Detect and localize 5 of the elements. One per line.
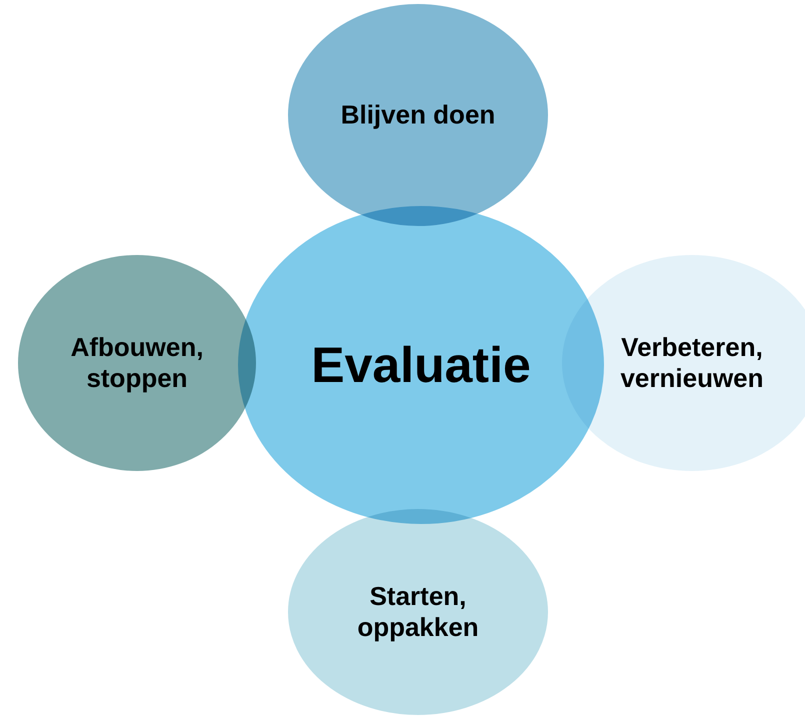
topic-label: Starten, oppakken xyxy=(356,580,480,644)
topic-label: Verbeteren, vernieuwen xyxy=(619,332,765,394)
topic-label: Afbouwen, stoppen xyxy=(70,332,204,394)
topic-label: Blijven doen xyxy=(340,99,496,131)
center-title: Evaluatie xyxy=(310,336,532,395)
